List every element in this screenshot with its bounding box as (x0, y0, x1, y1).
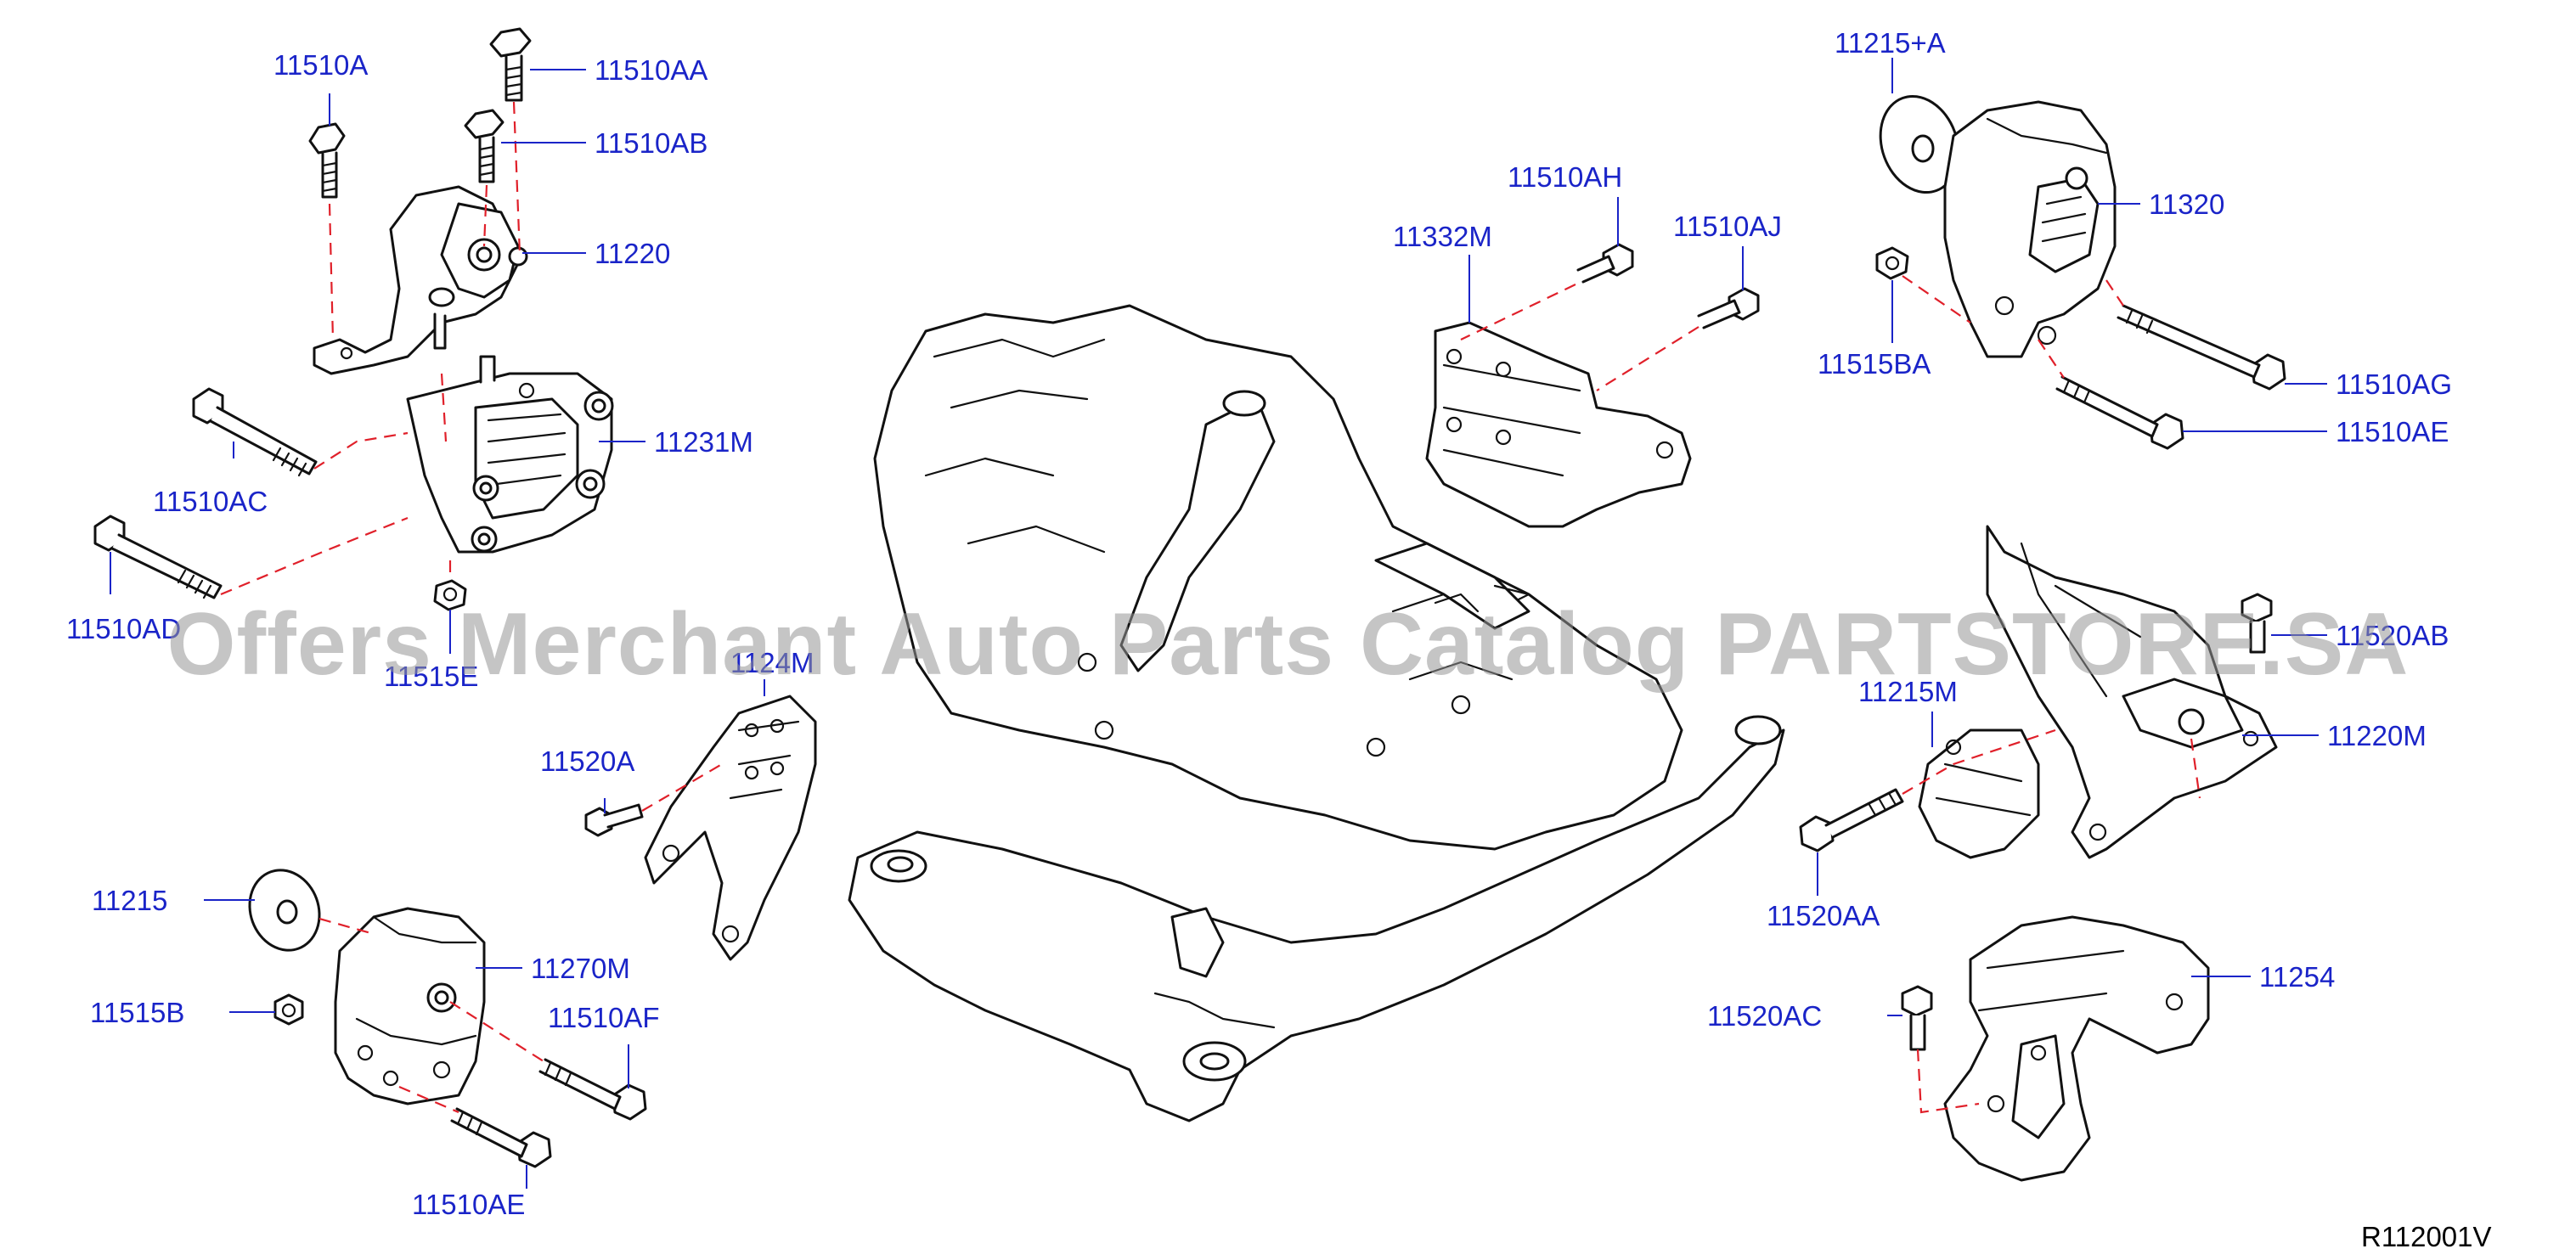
label-11510ac[interactable]: 11510AC (153, 486, 268, 517)
bolt-11510ag-icon (2117, 304, 2286, 391)
label-11510ah[interactable]: 11510AH (1508, 161, 1622, 193)
label-11510ae-right[interactable]: 11510AE (2336, 416, 2449, 447)
label-11510aj[interactable]: 11510AJ (1673, 211, 1782, 242)
label-11215[interactable]: 11215 (92, 885, 167, 916)
part-labels: 11510A 11510AA 11510AB 11220 11231M 1151… (66, 27, 2492, 1252)
insulator-11215m-icon (1918, 728, 2040, 859)
bracket-11254-group (1901, 915, 2210, 1182)
label-11215a[interactable]: 11215+A (1835, 27, 1946, 59)
bolt-11510aj-icon (1697, 287, 1760, 329)
label-11510ab[interactable]: 11510AB (595, 127, 707, 159)
nut-11515b-icon (273, 993, 304, 1026)
mount-11320-group (1875, 94, 2286, 450)
label-11270m[interactable]: 11270M (531, 953, 630, 984)
washer-11215-icon (248, 869, 321, 952)
label-11515ba[interactable]: 11515BA (1818, 348, 1931, 380)
label-11510ae-left[interactable]: 11510AE (412, 1189, 525, 1220)
mount-bracket-11231m-icon (406, 355, 614, 554)
label-1124m[interactable]: 1124M (730, 647, 814, 678)
label-11231m[interactable]: 11231M (654, 426, 753, 458)
bolt-11510aa-icon (489, 27, 532, 102)
label-11510ag[interactable]: 11510AG (2336, 368, 2452, 400)
label-11510a[interactable]: 11510A (273, 49, 368, 81)
label-11510ad[interactable]: 11510AD (66, 613, 181, 644)
bolt-11520aa-icon (1799, 788, 1904, 852)
label-11220[interactable]: 11220 (595, 238, 670, 269)
bolt-11510ab-icon (464, 109, 504, 183)
label-11220m[interactable]: 11220M (2327, 720, 2427, 751)
label-11515b[interactable]: 11515B (90, 997, 184, 1028)
engine-subframe-assembly (848, 304, 1785, 1122)
bolt-11510ae-right-icon (2055, 375, 2184, 450)
bolt-11520ab-icon (2241, 593, 2273, 654)
label-11520ab[interactable]: 11520AB (2336, 620, 2449, 651)
bolt-11510a-icon (308, 122, 346, 199)
watermark-text: Offers Merchant Auto Parts Catalog PARTS… (166, 595, 2410, 694)
bolt-11510ae-left-icon (450, 1107, 552, 1168)
bracket-1124m-group (584, 695, 817, 961)
bolt-11510ad-icon (93, 515, 223, 599)
bolt-11510af-icon (538, 1058, 647, 1121)
bolt-11510ac-icon (192, 387, 318, 477)
label-11515e[interactable]: 11515E (384, 661, 478, 692)
mount-11220m-group (1799, 525, 2278, 859)
label-11332m[interactable]: 11332M (1393, 221, 1492, 252)
label-11215m[interactable]: 11215M (1858, 676, 1958, 707)
mount-11270m-group (248, 869, 647, 1168)
label-11520ac[interactable]: 11520AC (1707, 1000, 1822, 1032)
mount-11270m-icon (334, 907, 486, 1105)
label-11510aa[interactable]: 11510AA (595, 54, 707, 86)
nut-11515ba-icon (1875, 246, 1909, 280)
bolt-11510ah-icon (1576, 243, 1634, 284)
bolt-11520ac-icon (1901, 985, 1933, 1051)
bracket-11332m-group (1425, 243, 1760, 528)
label-11510af[interactable]: 11510AF (548, 1002, 659, 1033)
diagram-reference-code: R112001V (2361, 1221, 2492, 1252)
rh-engine-mount-group (93, 27, 614, 611)
label-11520a[interactable]: 11520A (540, 745, 634, 777)
label-11520aa[interactable]: 11520AA (1767, 900, 1880, 931)
leader-lines (110, 58, 2327, 1189)
nut-11515e-icon (433, 579, 467, 611)
label-11320[interactable]: 11320 (2149, 188, 2224, 220)
mount-insulator-11220-icon (313, 185, 528, 375)
label-11254[interactable]: 11254 (2259, 961, 2335, 993)
mount-11320-icon (1943, 100, 2117, 358)
washer-11215a-icon (1879, 94, 1960, 194)
bolt-11520a-icon (584, 803, 644, 837)
